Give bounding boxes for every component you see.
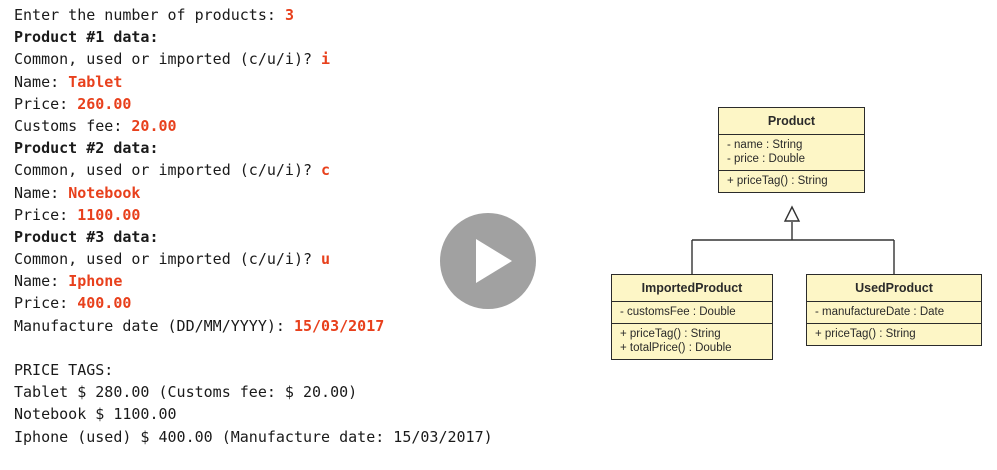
prompt-text: Price: — [14, 94, 78, 113]
class-attributes: - name : String - price : Double — [719, 135, 864, 171]
attribute: - name : String — [727, 139, 803, 151]
console-line: Product #2 data: — [14, 137, 493, 159]
console-line: Enter the number of products: 3 — [14, 4, 493, 26]
user-input-text: i — [321, 50, 331, 69]
console-line: Product #1 data: — [14, 26, 493, 48]
play-button[interactable] — [440, 213, 536, 309]
class-methods: + priceTag() : String — [719, 171, 864, 192]
prompt-text: Tablet $ 280.00 (Customs fee: $ 20.00) — [14, 383, 358, 402]
user-input-text: Iphone — [68, 272, 123, 291]
method: + priceTag() : String — [815, 328, 916, 340]
console-line: Common, used or imported (c/u/i)? i — [14, 48, 493, 70]
uml-class-used-product: UsedProduct - manufactureDate : Date + p… — [806, 274, 982, 346]
class-name: Product — [719, 108, 864, 135]
class-methods: + priceTag() : String + totalPrice() : D… — [612, 324, 772, 359]
user-input-text: u — [321, 250, 331, 269]
user-input-text: 260.00 — [77, 94, 132, 113]
console-line: Price: 1100.00 — [14, 204, 493, 226]
class-attributes: - customsFee : Double — [612, 302, 772, 324]
prompt-text: Common, used or imported (c/u/i)? — [14, 50, 322, 69]
console-line: PRICE TAGS: — [14, 359, 493, 381]
inheritance-arrowhead — [783, 205, 801, 222]
console-line: Notebook $ 1100.00 — [14, 403, 493, 425]
console-line: Product #3 data: — [14, 226, 493, 248]
prompt-text: Enter the number of products: — [14, 6, 285, 24]
section-heading: Product #3 data: — [14, 227, 159, 246]
prompt-text: Notebook $ 1100.00 — [14, 405, 177, 424]
uml-class-imported-product: ImportedProduct - customsFee : Double + … — [611, 274, 773, 360]
user-input-text: 20.00 — [131, 116, 177, 135]
method: + priceTag() : String — [620, 328, 721, 340]
user-input-text: c — [321, 161, 331, 180]
section-heading: Product #2 data: — [14, 139, 159, 158]
user-input-text: 15/03/2017 — [293, 316, 385, 335]
console-line: Name: Tablet — [14, 71, 493, 93]
prompt-text: Price: — [14, 205, 78, 224]
console-line: Iphone (used) $ 400.00 (Manufacture date… — [14, 426, 493, 448]
prompt-text: Price: — [14, 294, 78, 313]
class-methods: + priceTag() : String — [807, 324, 981, 345]
uml-class-product: Product - name : String - price : Double… — [718, 107, 865, 193]
console-line: Manufacture date (DD/MM/YYYY): 15/03/201… — [14, 315, 493, 337]
prompt-text: Manufacture date (DD/MM/YYYY): — [14, 316, 294, 335]
prompt-text: PRICE TAGS: — [14, 361, 114, 379]
attribute: - customsFee : Double — [620, 306, 736, 318]
console-line: Price: 260.00 — [14, 93, 493, 115]
console-line: Common, used or imported (c/u/i)? u — [14, 248, 493, 270]
method: + totalPrice() : Double — [620, 342, 732, 354]
user-input-text: 1100.00 — [77, 205, 141, 224]
user-input-text: 400.00 — [77, 294, 132, 313]
class-attributes: - manufactureDate : Date — [807, 302, 981, 324]
prompt-text: Name: — [14, 72, 69, 91]
prompt-text: Customs fee: — [14, 116, 132, 135]
prompt-text: Common, used or imported (c/u/i)? — [14, 161, 322, 180]
section-heading: Product #1 data: — [14, 28, 159, 47]
attribute: - manufactureDate : Date — [815, 306, 945, 318]
console-line: Name: Iphone — [14, 270, 493, 292]
user-input-text: Tablet — [68, 72, 123, 91]
prompt-text: Iphone (used) $ 400.00 (Manufacture date… — [14, 427, 493, 446]
prompt-text: Name: — [14, 272, 69, 291]
console-line: Price: 400.00 — [14, 292, 493, 314]
console-line: Common, used or imported (c/u/i)? c — [14, 159, 493, 181]
prompt-text: Common, used or imported (c/u/i)? — [14, 250, 322, 269]
prompt-text: Name: — [14, 183, 69, 202]
class-name: UsedProduct — [807, 275, 981, 302]
attribute: - price : Double — [727, 153, 805, 165]
console-line: Tablet $ 280.00 (Customs fee: $ 20.00) — [14, 381, 493, 403]
method: + priceTag() : String — [727, 175, 828, 187]
console-line: Customs fee: 20.00 — [14, 115, 493, 137]
class-name: ImportedProduct — [612, 275, 772, 302]
user-input-text: Notebook — [68, 183, 141, 202]
user-input-text: 3 — [284, 6, 294, 24]
console-line: Name: Notebook — [14, 182, 493, 204]
play-icon — [476, 239, 512, 283]
